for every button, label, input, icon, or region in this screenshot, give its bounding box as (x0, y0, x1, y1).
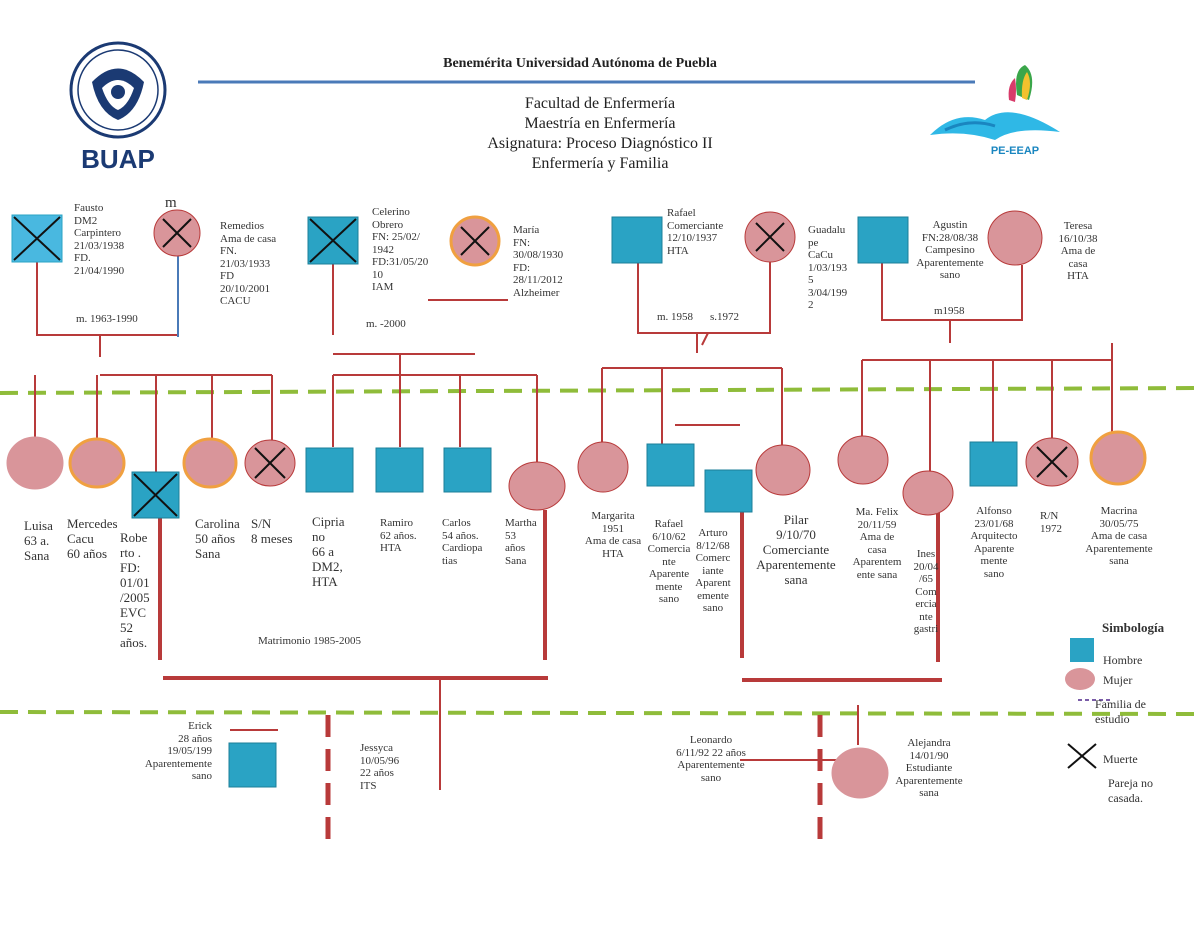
label-agustin: Agustin FN:28/08/38 Campesino Aparenteme… (916, 219, 984, 281)
label-mercedes: Mercedes Cacu 60 años (67, 516, 118, 561)
symbol-rafael-jr (646, 443, 695, 487)
label-martha: Martha 53 años Sana (505, 517, 537, 567)
symbol-ines (902, 470, 954, 516)
legend-female-label: Mujer (1103, 673, 1133, 687)
label-carolina: Carolina 50 años Sana (195, 516, 240, 561)
label-marriage-2: m. -2000 (366, 318, 406, 330)
label-marriage-3: m. 1958 (657, 311, 694, 323)
label-ines: Ines 20/04 /65 Com ercia nte gastri (913, 548, 939, 635)
label-marriage-5: Matrimonio 1985-2005 (258, 635, 361, 647)
legend-death-label: Muerte (1103, 752, 1138, 766)
line-agustin-teresa (881, 262, 1023, 321)
label-erick: Erick 28 años 19/05/199 Aparentemente sa… (144, 720, 212, 782)
program-title: Maestría en Enfermería (524, 115, 676, 132)
generation-divider-bottom (0, 710, 1200, 716)
buap-logo: BUAP (69, 41, 167, 174)
label-marriage-4: m1958 (934, 305, 965, 317)
university-title: Benemérita Universidad Autónoma de Puebl… (443, 56, 717, 71)
label-rafael-jr: Rafael 6/10/62 Comercia nte Aparente men… (647, 518, 691, 605)
label-alfonso: Alfonso 23/01/68 Arquitecto Aparente men… (970, 505, 1018, 580)
symbol-alfonso (969, 441, 1018, 487)
symbol-carolina (182, 437, 238, 489)
legend-female-symbol (1065, 668, 1095, 690)
label-separation-3: s.1972 (710, 311, 740, 323)
line-children-alejandra (740, 705, 859, 761)
symbol-rafael-sr (611, 216, 663, 264)
symbol-luisa (6, 436, 64, 490)
line-family3-children (601, 332, 783, 448)
label-mafelix: Ma. Felix 20/11/59 Ama de casa Aparentem… (852, 506, 902, 581)
symbol-ramiro (375, 447, 424, 493)
symbol-mafelix (837, 435, 889, 485)
label-leonardo: Leonardo 6/11/92 22 años Aparentemente s… (676, 734, 746, 784)
legend-title: Simbología (1102, 620, 1165, 635)
label-teresa: Teresa 16/10/38 Ama de casa HTA (1058, 220, 1098, 282)
legend-male-label: Hombre (1103, 653, 1143, 667)
label-alejandra: Alejandra 14/01/90 Estudiante Aparenteme… (895, 737, 963, 799)
label-pilar: Pilar 9/10/70 Comerciante Aparentemente … (756, 512, 836, 587)
line-family2-children (332, 353, 538, 465)
label-sn: S/N 8 meses (251, 516, 293, 546)
label-arturo: Arturo 8/12/68 Comerc iante Aparent emen… (695, 527, 731, 614)
label-carlos: Carlos 54 años. Cardiopa tias (442, 517, 483, 567)
legend-couple-label: Pareja no casada. (1108, 776, 1153, 805)
symbol-martha (508, 461, 566, 511)
line-children-erick (230, 678, 441, 790)
label-rn: R/N 1972 (1040, 510, 1062, 535)
label-macrina: Macrina 30/05/75 Ama de casa Aparentemen… (1085, 505, 1153, 567)
label-celerino: Celerino Obrero FN: 25/02/ 1942 FD:31/05… (372, 206, 429, 293)
generation-divider-top (0, 386, 1200, 395)
line-rafael-guadalupe (637, 262, 771, 334)
topic-title: Enfermería y Familia (531, 155, 669, 172)
label-remedios: Remedios Ama de casa FN. 21/03/1933 FD 2… (220, 220, 277, 307)
symbol-macrina (1089, 430, 1147, 486)
label-cipriano: Cipria no 66 a DM2, HTA (312, 514, 345, 589)
symbol-roberto (131, 471, 180, 519)
symbol-rn (1025, 437, 1079, 487)
symbol-erick (228, 742, 277, 788)
label-luisa: Luisa 63 a. Sana (24, 518, 53, 563)
symbol-fausto (11, 214, 63, 263)
label-margarita: Margarita 1951 Ama de casa HTA (584, 510, 642, 560)
label-rafael-sr: Rafael Comerciante 12/10/1937 HTA (667, 207, 724, 257)
symbol-margarita (577, 441, 629, 493)
label-roberto: Robe rto . FD: 01/01 /2005 EVC 52 años. (120, 530, 150, 650)
line-fausto-remedios (36, 262, 178, 336)
line-family4-children (861, 320, 1113, 475)
label-m-mark: m (165, 195, 177, 211)
symbol-sn (244, 439, 296, 487)
legend-family-label: Familia de estudio (1095, 697, 1146, 726)
label-jessyca: Jessyca 10/05/96 22 años ITS (360, 742, 400, 792)
symbol-carlos (443, 447, 492, 493)
legend-male-symbol (1070, 638, 1094, 662)
label-fausto: Fausto DM2 Carpintero 21/03/1938 FD. 21/… (74, 202, 125, 277)
symbol-celerino (307, 216, 359, 265)
symbol-arturo (704, 469, 753, 513)
symbol-maria (449, 215, 501, 267)
label-marriage-1: m. 1963-1990 (76, 313, 138, 325)
label-maria: María FN: 30/08/1930 FD: 28/11/2012 Alzh… (513, 224, 564, 299)
symbol-guadalupe (744, 211, 796, 263)
symbol-remedios (153, 209, 201, 257)
symbol-mercedes (68, 437, 126, 489)
symbol-agustin (857, 216, 909, 264)
buap-logo-text: BUAP (81, 144, 155, 174)
symbol-teresa (987, 210, 1043, 266)
label-ramiro: Ramiro 62 años. HTA (380, 517, 417, 554)
faculty-title: Facultad de Enfermería (524, 95, 676, 112)
symbol-cipriano (305, 447, 354, 493)
label-guadalupe: Guadalu pe CaCu 1/03/193 5 3/04/199 2 (808, 224, 848, 311)
symbol-pilar (755, 444, 811, 496)
symbol-alejandra (831, 747, 889, 799)
pe-eeap-logo-text: PE-EEAP (991, 145, 1039, 157)
line-family1-children (34, 335, 273, 475)
pe-eeap-logo: PE-EEAP (930, 65, 1060, 157)
legend-death-symbol (1067, 743, 1097, 769)
subject-title: Asignatura: Proceso Diagnóstico II (487, 135, 713, 152)
